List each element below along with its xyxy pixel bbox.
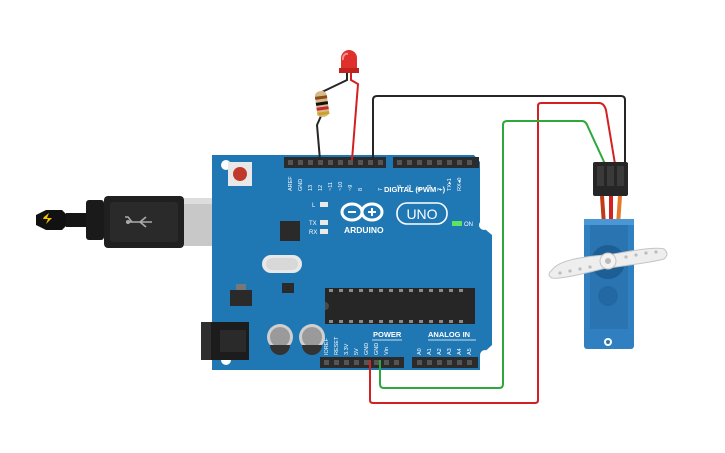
power-header-label: POWER	[373, 330, 402, 339]
board-name: UNO	[406, 206, 437, 222]
pin-label: IOREF	[324, 338, 330, 355]
wire-led-cathode[interactable]	[321, 73, 348, 93]
led-icon[interactable]	[339, 50, 359, 73]
led-tx	[320, 220, 328, 225]
pin-label: ~9	[348, 185, 354, 191]
pin-label: RESET	[334, 336, 340, 355]
pin-label: A0	[417, 348, 423, 355]
pin-label: TX▸1	[447, 178, 453, 191]
wire-ground-green[interactable]	[379, 120, 606, 389]
power-header[interactable]	[320, 357, 404, 368]
led-rx-label: RX	[309, 230, 317, 236]
wire-led-anode[interactable]	[350, 73, 360, 161]
power-jack[interactable]	[201, 322, 249, 360]
pin-label: A3	[447, 348, 453, 355]
power-analog-pin-labels: IOREF RESET 3.3V 5V GND GND Vin A0 A1 A2 A3 A4 A5	[324, 336, 473, 355]
pin-label: AREF	[288, 176, 294, 191]
pin-label: 13	[308, 185, 314, 191]
digital-header-label: DIGITAL (PWM ~)	[384, 185, 446, 194]
reset-button-cap[interactable]	[233, 167, 247, 181]
pin-label: 3.3V	[344, 343, 350, 355]
pin-label: 8	[358, 188, 364, 191]
pin-label: ~5	[407, 185, 413, 191]
small-transistor	[282, 283, 294, 293]
analog-header-label: ANALOG IN	[428, 330, 470, 339]
usb-chip	[280, 221, 300, 241]
pin-label: A2	[437, 348, 443, 355]
pin-label: A1	[427, 348, 433, 355]
digital-header-left[interactable]	[284, 157, 386, 168]
brand-text: ARDUINO	[344, 225, 384, 235]
arduino-board[interactable]: AREF GND 13 12 ~11 ~10 ~9 8 7 ~6 ~5 4 ~3 2 TX▸1 RX◂0 DI…	[201, 155, 492, 370]
pin-label: ~11	[328, 182, 334, 191]
pin-label: 4	[417, 188, 423, 191]
pin-label: GND	[298, 179, 304, 191]
atmega-chip	[325, 288, 475, 324]
uno-badge	[396, 202, 448, 225]
digital-header-right[interactable]	[393, 157, 479, 168]
wire-signal-black[interactable]	[372, 95, 626, 164]
pin-label: RX◂0	[457, 178, 463, 191]
pin-label: 12	[318, 185, 324, 191]
led-l-label: L	[312, 203, 316, 209]
pin-label: A4	[457, 348, 463, 355]
pin-label: Vin	[384, 347, 390, 355]
pin-label: GND	[364, 343, 370, 355]
analog-header[interactable]	[412, 357, 478, 368]
pin-label: GND	[374, 343, 380, 355]
pin-label: ~10	[338, 182, 344, 191]
mount-hole	[480, 350, 490, 360]
pin-label: ~6	[397, 185, 403, 191]
voltage-regulator	[230, 290, 252, 306]
pin-label: A5	[467, 348, 473, 355]
led-on-label: ON	[464, 222, 473, 228]
pin-label: 2	[437, 188, 443, 191]
led-tx-label: TX	[309, 221, 317, 227]
wire-power-red[interactable]	[369, 102, 616, 404]
pin-label: ~3	[427, 185, 433, 191]
pin-label: 5V	[354, 348, 360, 355]
arduino-logo-icon	[340, 202, 384, 222]
capacitor	[267, 324, 293, 355]
led-on	[452, 221, 462, 226]
servo-motor-icon[interactable]	[548, 162, 668, 349]
capacitor	[299, 324, 325, 355]
usb-cable-icon[interactable]	[36, 196, 226, 248]
led-l	[320, 202, 328, 207]
digital-pin-labels: AREF GND 13 12 ~11 ~10 ~9 8 7 ~6 ~5 4 ~3 2 TX▸1 RX◂0	[288, 176, 463, 191]
led-rx	[320, 229, 328, 234]
resistor-icon[interactable]	[314, 90, 330, 161]
mount-hole	[479, 220, 489, 230]
pin-label: 7	[378, 188, 384, 191]
